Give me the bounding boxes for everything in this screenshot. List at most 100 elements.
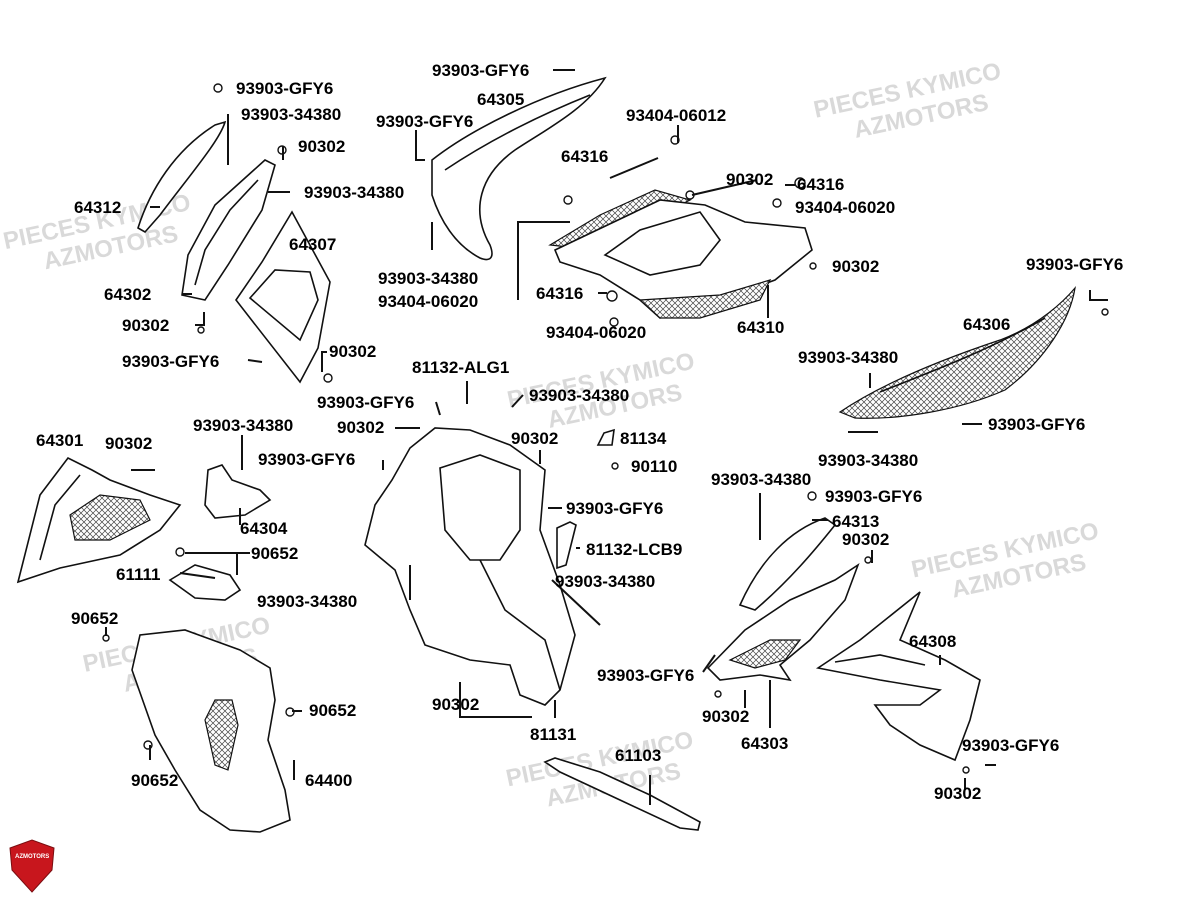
clip-icon <box>714 690 722 698</box>
part-64303-mesh <box>728 639 802 669</box>
part-label: 90302 <box>702 707 749 726</box>
screw-icon <box>807 491 817 501</box>
part-label: 64307 <box>289 235 336 254</box>
part-label: 93903-GFY6 <box>1026 255 1123 274</box>
part-label: 93903-34380 <box>257 592 357 611</box>
part-label: 64301 <box>36 431 83 450</box>
part-label: 93903-GFY6 <box>236 79 333 98</box>
part-label: 93903-34380 <box>711 470 811 489</box>
part-64301-inner <box>39 474 81 561</box>
part-81134-clip <box>596 428 615 446</box>
part-label: 64316 <box>797 175 844 194</box>
part-label: 64312 <box>74 198 121 217</box>
part-label: 64400 <box>305 771 352 790</box>
part-label: 81134 <box>620 429 667 448</box>
screw-icon <box>213 83 223 93</box>
clip-icon <box>611 462 619 470</box>
part-label: 93903-GFY6 <box>962 736 1059 755</box>
part-61103-strip <box>543 757 701 831</box>
part-label: 90110 <box>631 457 677 476</box>
part-label: 61111 <box>116 565 160 584</box>
part-label: 90302 <box>726 170 773 189</box>
part-label: 64304 <box>240 519 288 538</box>
part-label: 90302 <box>105 434 152 453</box>
part-label: 93903-GFY6 <box>258 450 355 469</box>
part-label: 93903-GFY6 <box>597 666 694 685</box>
part-label: 93903-34380 <box>798 348 898 367</box>
part-64400-vent <box>204 699 239 771</box>
washer-icon <box>794 177 806 189</box>
part-64306-edge <box>879 317 1046 393</box>
part-64301-mesh <box>69 494 151 541</box>
part-label: 90302 <box>511 429 558 448</box>
part-label: 93903-GFY6 <box>432 61 529 80</box>
logo-shield <box>9 839 55 893</box>
part-label: 90652 <box>309 701 356 720</box>
part-label: 64305 <box>477 90 524 109</box>
part-label: 61103 <box>615 746 661 765</box>
part-64310-floor-tunnel <box>603 211 722 276</box>
part-64303-side-panel <box>706 563 860 682</box>
nut-icon <box>609 317 619 327</box>
part-64308-inner <box>834 654 926 666</box>
logo-text: AZMOTORS <box>15 854 49 860</box>
part-label: 93903-GFY6 <box>317 393 414 412</box>
screw-icon <box>175 547 185 557</box>
part-label: 64308 <box>909 632 956 651</box>
part-label: 93903-34380 <box>193 416 293 435</box>
part-label: 81131 <box>530 725 576 744</box>
part-label: 93404-06020 <box>378 292 478 311</box>
part-64302-inner <box>194 179 259 286</box>
part-label: 90652 <box>131 771 178 790</box>
part-64305-edge <box>444 94 591 171</box>
azmotors-logo: AZMOTORS <box>9 839 55 893</box>
part-label: 90302 <box>842 530 889 549</box>
clip-icon <box>962 766 970 774</box>
part-64308-rear-cover <box>815 591 981 762</box>
part-label: 90302 <box>934 784 981 803</box>
part-label: 90302 <box>832 257 879 276</box>
part-label: 90652 <box>251 544 298 563</box>
part-label: 93903-34380 <box>529 386 629 405</box>
part-label: 90302 <box>432 695 479 714</box>
part-label: 90302 <box>337 418 384 437</box>
screw-icon <box>1101 308 1109 316</box>
part-label: 64316 <box>561 147 608 166</box>
clip-icon <box>197 326 205 334</box>
part-64312-trim-strip <box>137 120 227 234</box>
part-label: 93903-GFY6 <box>122 352 219 371</box>
part-64302-bracket <box>181 159 276 301</box>
part-label: 64316 <box>536 284 583 303</box>
part-inner-leg-shield <box>364 427 576 706</box>
part-label: 93903-34380 <box>555 572 655 591</box>
part-label: 93903-34380 <box>241 105 341 124</box>
part-label: 81132-LCB9 <box>586 540 682 559</box>
part-label: 64303 <box>741 734 788 753</box>
part-64310-floor-mesh-lower <box>638 279 772 319</box>
clip-icon <box>864 556 872 564</box>
part-label: 93903-GFY6 <box>566 499 663 518</box>
part-label: 93903-34380 <box>304 183 404 202</box>
part-64305-front-panel <box>431 76 607 261</box>
part-label: 90302 <box>329 342 376 361</box>
clip-icon <box>809 262 817 270</box>
part-64313-side-cover <box>738 517 837 611</box>
part-label: 93903-34380 <box>378 269 478 288</box>
part-64307-inner <box>248 269 319 342</box>
part-label: 64310 <box>737 318 784 337</box>
washer-icon <box>563 195 573 205</box>
part-label: 93903-GFY6 <box>988 415 1085 434</box>
part-label: 81132-ALG1 <box>412 358 509 377</box>
part-label: 93903-GFY6 <box>825 487 922 506</box>
part-61111-bracket <box>168 564 242 601</box>
part-label: 93903-GFY6 <box>376 112 473 131</box>
part-label: 93903-34380 <box>818 451 918 470</box>
part-81132-lcb9-badge <box>556 521 577 570</box>
washer-icon <box>606 290 618 302</box>
clip-icon <box>323 373 333 383</box>
part-label: 64302 <box>104 285 151 304</box>
part-label: 93404-06020 <box>546 323 646 342</box>
part-inner-leg-shield-panel <box>439 454 521 561</box>
